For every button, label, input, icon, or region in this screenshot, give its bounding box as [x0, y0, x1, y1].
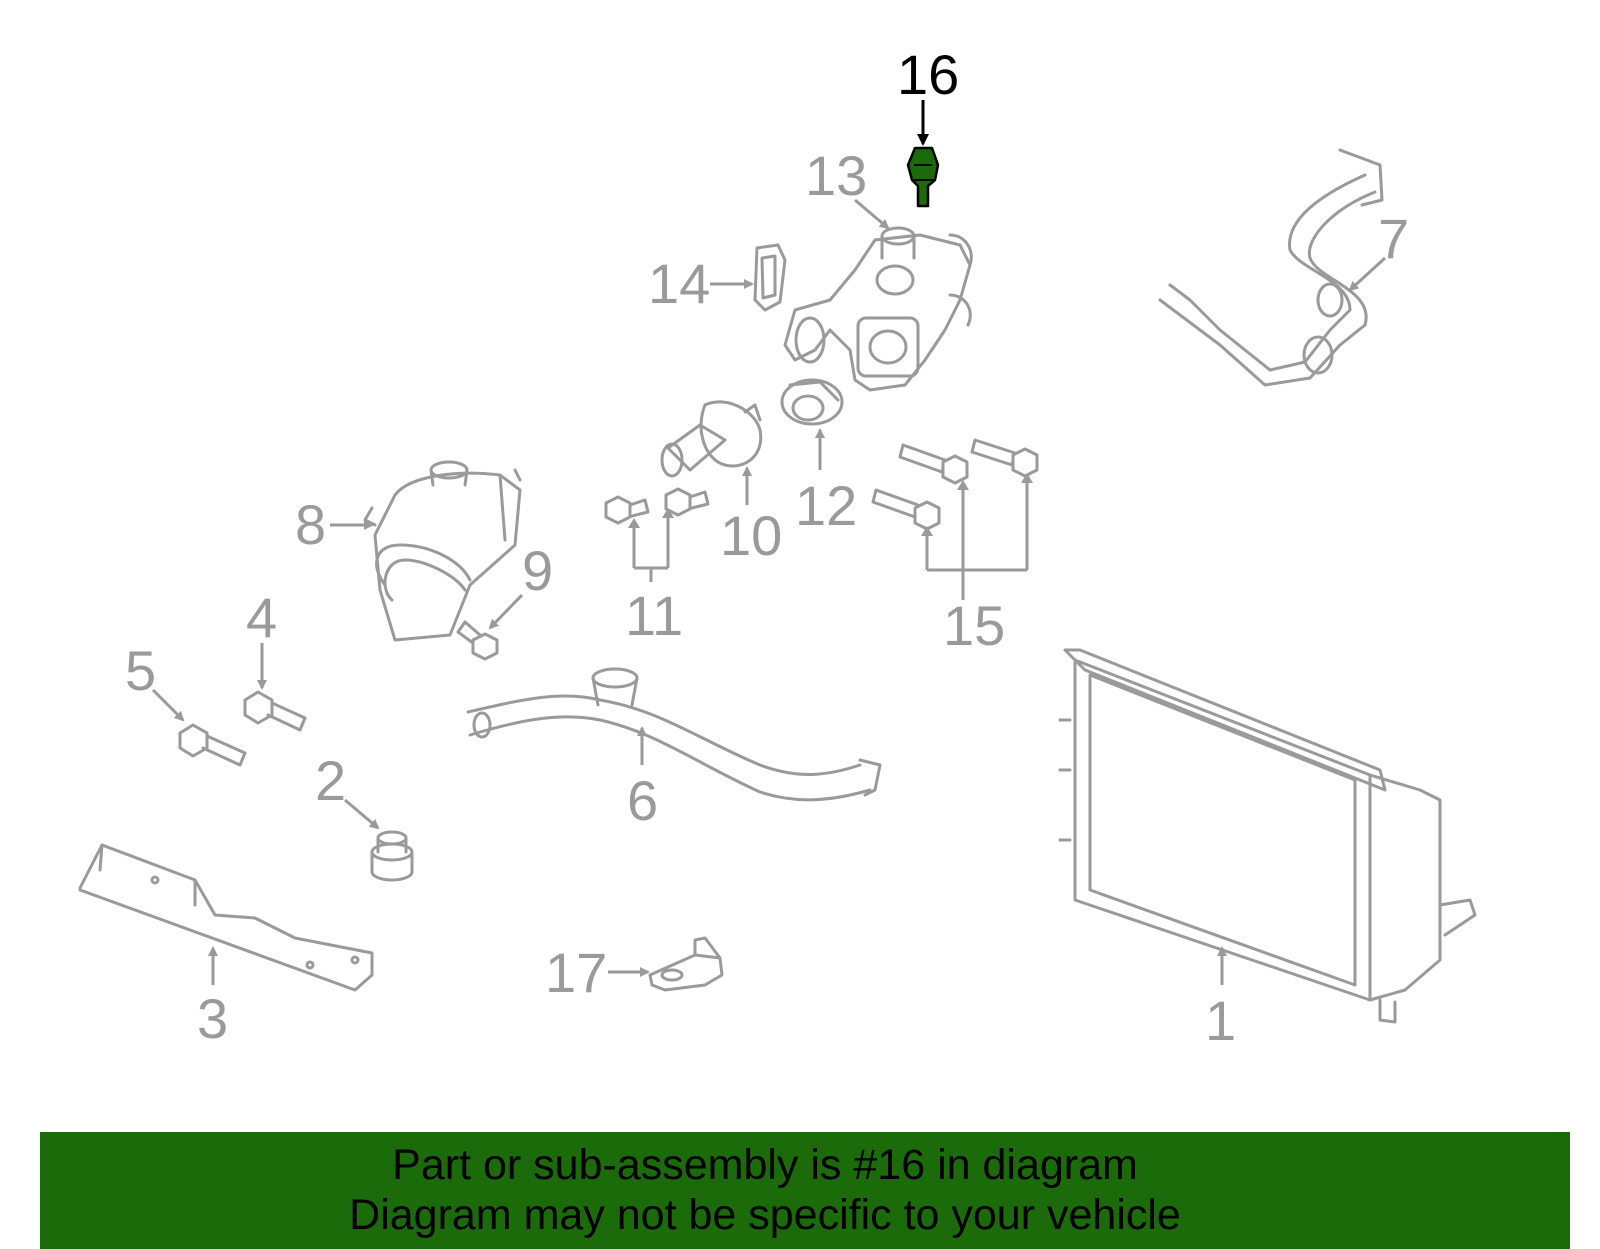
reservoir-part: [363, 460, 522, 642]
callout-13: 13: [805, 144, 890, 230]
callout-14: 14: [648, 252, 754, 315]
bolts-11-part: [604, 487, 710, 525]
callout-1: 1: [1205, 946, 1236, 1052]
callout-17: 17: [545, 941, 650, 1004]
svg-text:10: 10: [720, 504, 782, 567]
callout-10: 10: [720, 466, 782, 567]
callout-2: 2: [315, 749, 380, 830]
temperature-sensor-part: [906, 146, 940, 208]
callout-7: 7: [1348, 207, 1409, 292]
svg-text:17: 17: [545, 941, 607, 1004]
hose-6-part: [466, 667, 882, 802]
callout-12: 12: [795, 428, 857, 537]
svg-text:8: 8: [295, 493, 326, 556]
svg-text:11: 11: [625, 584, 683, 647]
bolt-4-part: [243, 690, 307, 732]
callout-16: 16: [897, 43, 959, 146]
svg-text:15: 15: [943, 594, 1005, 657]
radiator-part: [1058, 648, 1477, 1024]
svg-text:7: 7: [1378, 207, 1409, 270]
svg-text:4: 4: [246, 586, 277, 649]
callout-15: 15: [921, 473, 1033, 657]
callout-4: 4: [246, 586, 277, 690]
svg-text:16: 16: [897, 43, 959, 106]
hose-7-part: [1158, 148, 1384, 387]
bracket-part: [78, 843, 374, 992]
callout-8: 8: [295, 493, 374, 556]
svg-text:2: 2: [315, 749, 346, 812]
banner-line-2: Diagram may not be specific to your vehi…: [349, 1191, 1181, 1239]
bolt-9-part: [456, 620, 499, 661]
svg-text:9: 9: [522, 539, 553, 602]
svg-text:1: 1: [1205, 989, 1236, 1052]
gasket-part: [753, 243, 787, 312]
grommet-part: [370, 830, 414, 882]
svg-text:12: 12: [795, 474, 857, 537]
svg-text:3: 3: [197, 987, 228, 1050]
bolts-15-part: [871, 438, 1039, 531]
svg-text:6: 6: [627, 769, 658, 832]
callout-5: 5: [125, 639, 185, 722]
callout-6: 6: [627, 726, 658, 832]
thermostat-part: [780, 378, 844, 426]
outlet-10-part: [660, 400, 763, 478]
banner-line-1: Part or sub-assembly is #16 in diagram: [392, 1141, 1138, 1189]
callout-9: 9: [488, 539, 553, 630]
svg-text:13: 13: [805, 144, 867, 207]
svg-text:14: 14: [648, 252, 710, 315]
bracket-17-part: [648, 936, 724, 992]
thermostat-housing-part: [783, 226, 973, 392]
bolt-5-part: [178, 723, 247, 767]
callout-11: 11: [625, 508, 683, 647]
info-banner: Part or sub-assembly is #16 in diagram D…: [40, 1132, 1570, 1249]
svg-text:5: 5: [125, 639, 156, 702]
callout-3: 3: [197, 946, 228, 1050]
